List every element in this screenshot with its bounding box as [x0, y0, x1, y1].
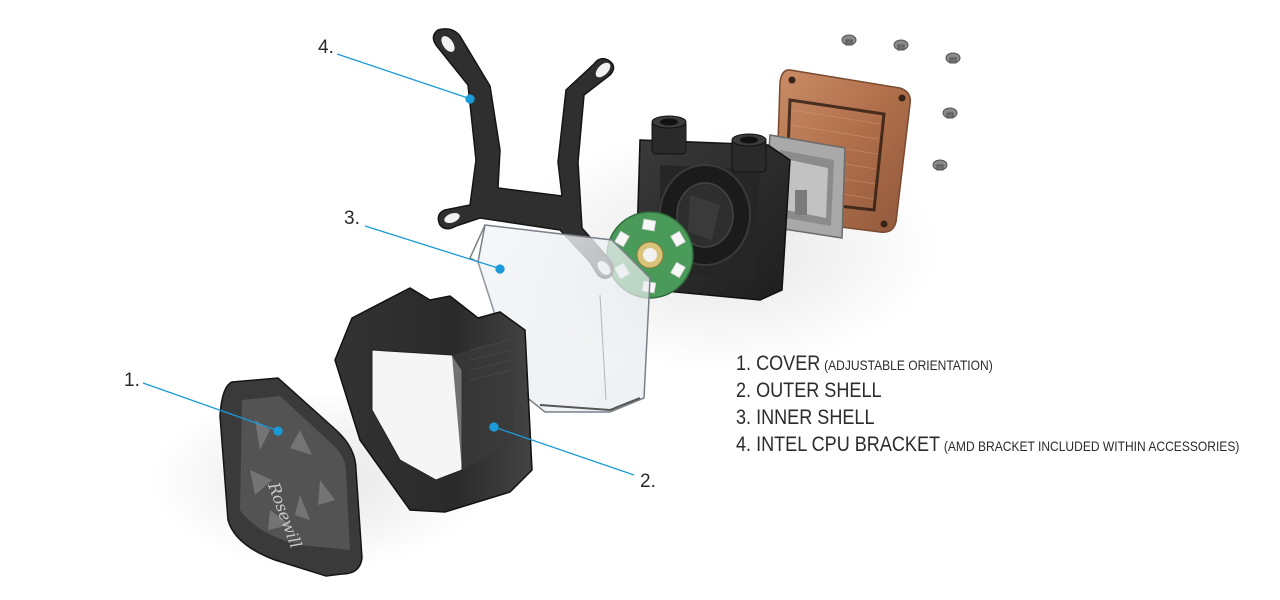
- legend-item-label: 3. INNER SHELL: [736, 406, 875, 429]
- screw-icon: [932, 159, 948, 171]
- screw-icon: [841, 34, 857, 46]
- leader-dot: [489, 422, 499, 432]
- leader-dot: [465, 94, 475, 104]
- screw-icon: [893, 39, 909, 51]
- outer-shell: [334, 287, 533, 513]
- legend-item-cover: 1. COVER (ADJUSTABLE ORIENTATION): [736, 350, 1183, 377]
- legend-item-outer-shell: 2. OUTER SHELL: [736, 377, 1183, 404]
- legend-item-note: (AMD BRACKET INCLUDED WITHIN ACCESSORIES…: [943, 438, 1240, 454]
- legend-item-label: 2. OUTER SHELL: [736, 379, 882, 402]
- legend-item-note: (ADJUSTABLE ORIENTATION): [824, 357, 993, 373]
- leader-line-4: [336, 53, 469, 99]
- leader-dot: [495, 264, 505, 274]
- screw-icon: [942, 107, 958, 119]
- callout-number-4: 4.: [318, 37, 334, 58]
- callout-number-1: 1.: [124, 370, 140, 391]
- leader-line-3: [364, 225, 499, 269]
- leader-dot: [273, 426, 283, 436]
- callout-number-2: 2.: [640, 471, 656, 492]
- screw-icon: [945, 52, 961, 64]
- legend-item-cpu-bracket: 4. INTEL CPU BRACKET (AMD BRACKET INCLUD…: [736, 431, 1239, 458]
- leader-lines: [142, 53, 635, 476]
- leader-line-1: [142, 382, 277, 431]
- parts-legend: 1. COVER (ADJUSTABLE ORIENTATION) 2. OUT…: [736, 350, 1256, 458]
- screws: [841, 34, 961, 171]
- callout-number-3: 3.: [344, 208, 360, 229]
- cover: Rosewill: [219, 377, 363, 577]
- legend-item-label: 1. COVER: [736, 352, 821, 375]
- leader-line-2: [493, 426, 635, 476]
- legend-item-inner-shell: 3. INNER SHELL: [736, 404, 1183, 431]
- legend-item-label: 4. INTEL CPU BRACKET: [736, 433, 941, 456]
